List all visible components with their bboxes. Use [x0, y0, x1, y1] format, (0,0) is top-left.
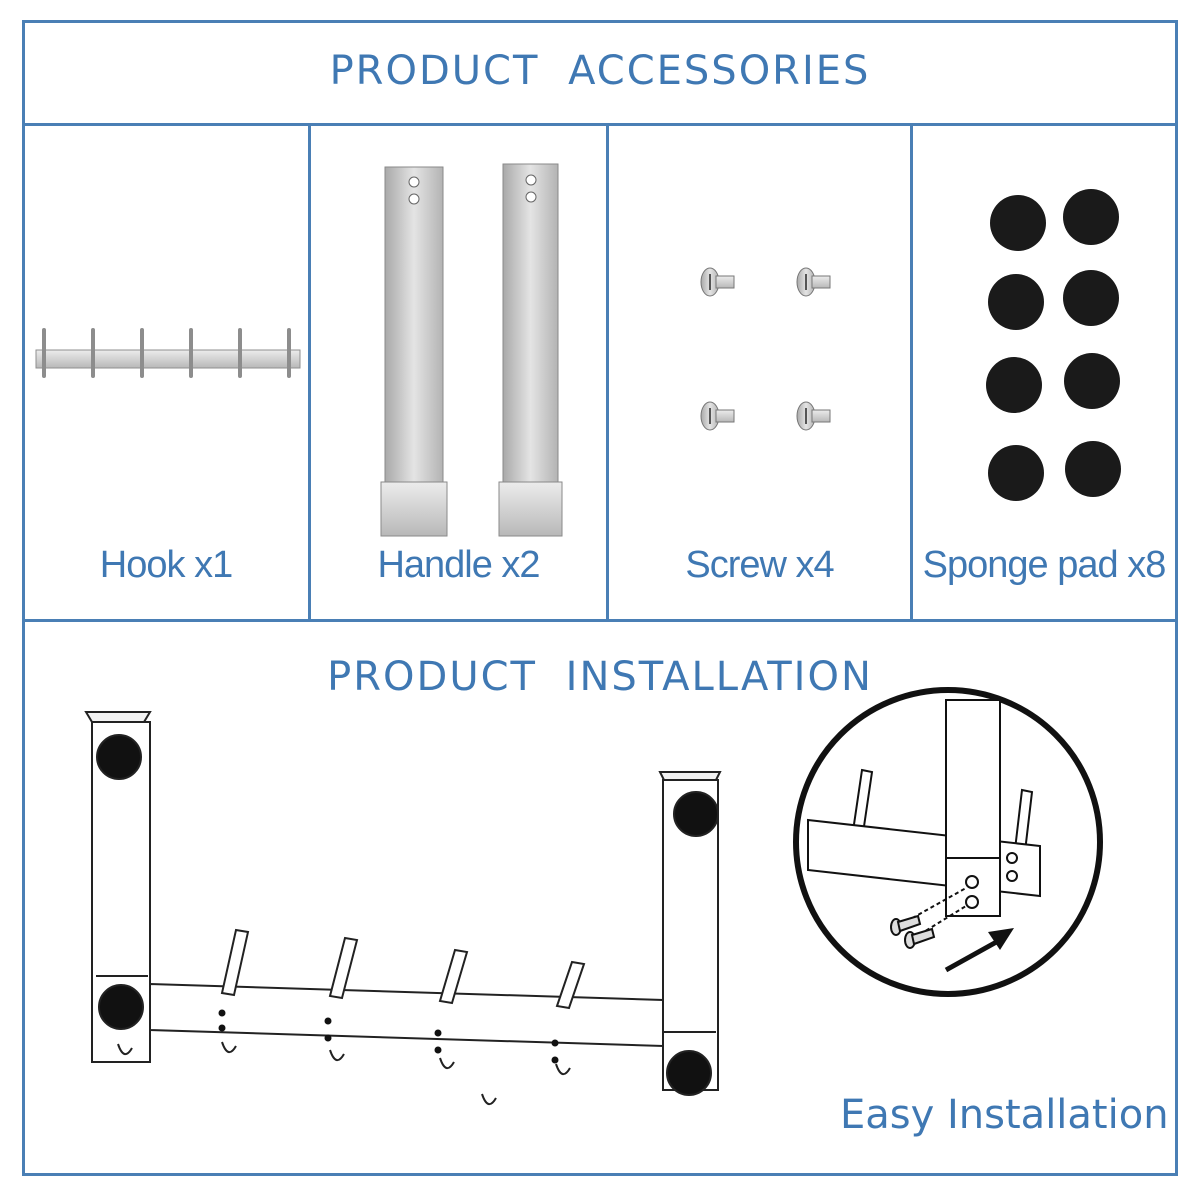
outer-frame [22, 20, 1178, 1176]
sponge-pad-icon [1065, 441, 1121, 497]
section-divider [22, 619, 1178, 622]
screw-icon [796, 267, 831, 297]
easy-installation-caption: Easy Installation [840, 1092, 1169, 1138]
handle-label: Handle x2 [377, 544, 540, 586]
screw-icon [700, 267, 735, 297]
screw-icon [700, 401, 735, 431]
installation-diagram [84, 711, 722, 1105]
handle-bracket-icon [380, 166, 448, 537]
sponge-pad-icon [1063, 189, 1119, 245]
screw-label: Screw x4 [685, 544, 834, 586]
header-divider [22, 123, 1178, 126]
installation-title: PRODUCT INSTALLATION [327, 654, 873, 700]
accessories-title: PRODUCT ACCESSORIES [329, 48, 871, 94]
sponge-pad-icon [986, 357, 1042, 413]
sponge-pad-icon [988, 274, 1044, 330]
sponge-pad-label: Sponge pad x8 [922, 544, 1167, 586]
cell-divider-1 [308, 123, 311, 622]
sponge-pad-icon [1064, 353, 1120, 409]
hook-rail-icon [35, 328, 301, 378]
sponge-pad-icon [990, 195, 1046, 251]
installation-detail-zoom [793, 687, 1103, 997]
cell-divider-3 [910, 123, 913, 622]
sponge-pads [986, 189, 1121, 501]
cell-divider-2 [606, 123, 609, 622]
sponge-pad-icon [988, 445, 1044, 501]
handle-bracket-icon [498, 163, 563, 537]
hook-label: Hook x1 [99, 544, 233, 586]
screw-icon [796, 401, 831, 431]
sponge-pad-icon [1063, 270, 1119, 326]
